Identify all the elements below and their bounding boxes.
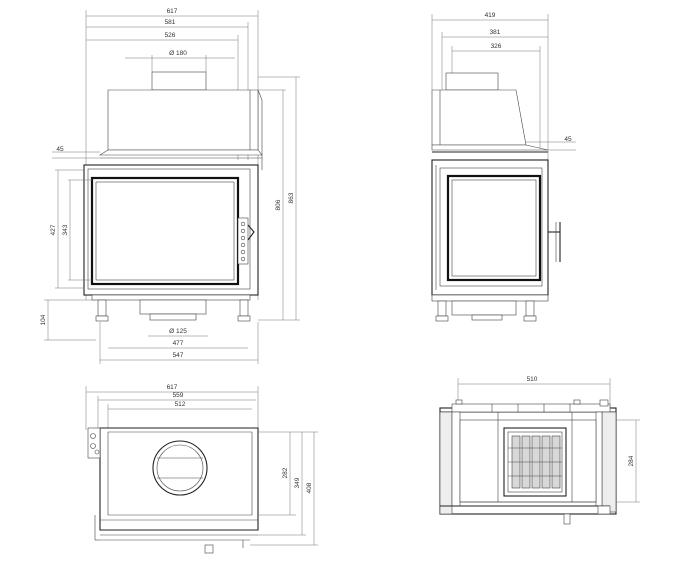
top-air-control — [87, 427, 101, 459]
section-bottom-knob — [563, 513, 571, 525]
front-view: 617 581 526 Ø 180 45 — [40, 8, 300, 364]
dim-top-408: 408 — [306, 482, 313, 493]
side-view: 419 381 326 45 — [431, 12, 576, 322]
section-grate — [503, 427, 567, 497]
front-flue-collar — [151, 71, 207, 91]
dim-front-bottom-diameter: Ø 125 — [169, 328, 187, 335]
dim-front-526: 526 — [165, 32, 176, 39]
front-bottom-air-inlet — [139, 299, 207, 315]
dim-side-326: 326 — [491, 43, 502, 50]
section-right-wall — [601, 411, 617, 513]
dim-front-45: 45 — [56, 146, 64, 153]
dim-front-flue-diameter: Ø 180 — [169, 50, 187, 57]
dim-side-45: 45 — [564, 136, 572, 143]
section-top-strip — [451, 399, 611, 413]
dim-top-617: 617 — [167, 384, 178, 391]
dim-front-427: 427 — [50, 224, 57, 235]
top-bottom-knob — [204, 544, 214, 554]
front-hood — [107, 89, 259, 151]
side-hood — [431, 89, 527, 146]
dim-front-617: 617 — [167, 8, 178, 15]
dim-front-863: 863 — [288, 192, 295, 203]
dim-top-349: 349 — [294, 477, 301, 488]
side-flue-collar — [445, 72, 499, 91]
dim-front-581: 581 — [165, 19, 176, 26]
dim-section-284: 284 — [628, 455, 635, 466]
side-bottom-air-inlet — [451, 300, 517, 316]
section-left-wall — [439, 411, 453, 515]
top-flue-opening — [152, 440, 208, 496]
dim-side-419: 419 — [485, 12, 496, 19]
dim-front-104: 104 — [40, 314, 47, 325]
dim-top-512: 512 — [175, 401, 186, 408]
side-door-handle — [548, 222, 561, 262]
top-view: 617 559 512 — [85, 384, 318, 554]
dim-top-282: 282 — [282, 467, 289, 478]
dim-front-343: 343 — [62, 224, 69, 235]
front-door-handle — [237, 217, 255, 265]
front-left-leg — [97, 299, 107, 317]
dim-section-510: 510 — [527, 376, 538, 383]
section-view: 510 — [439, 376, 640, 525]
dim-front-806: 806 — [275, 199, 282, 210]
front-right-leg — [239, 299, 249, 317]
dim-top-559: 559 — [173, 392, 184, 399]
side-right-leg — [525, 300, 535, 317]
dim-side-381: 381 — [490, 29, 501, 36]
dim-front-547: 547 — [173, 352, 184, 359]
side-left-leg — [437, 300, 447, 317]
dim-front-477: 477 — [173, 340, 184, 347]
